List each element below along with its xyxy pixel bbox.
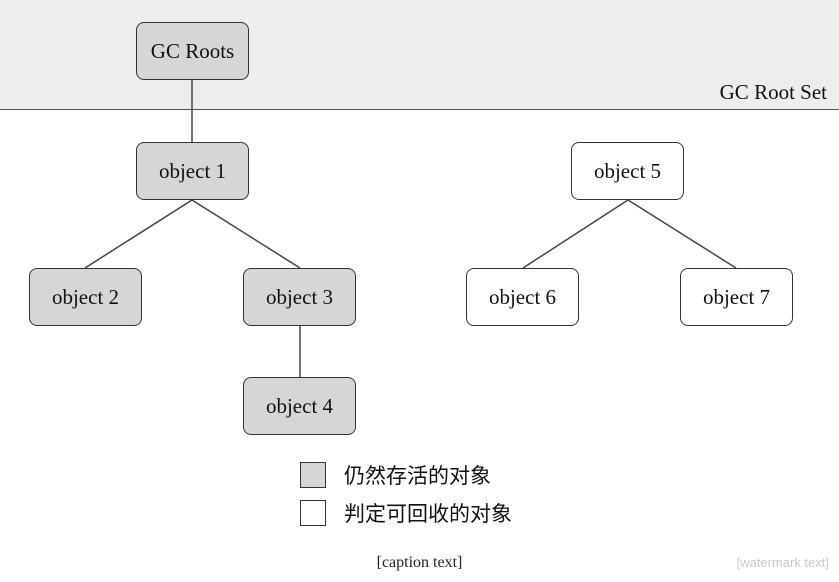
object-2-node: object 2 <box>29 268 142 326</box>
figure-caption: [caption text] <box>376 554 463 571</box>
legend-collectable-swatch <box>300 500 326 526</box>
gc-root-set-label: GC Root Set <box>719 80 827 104</box>
object-5-node: object 5 <box>571 142 684 200</box>
object-1-node: object 1 <box>136 142 249 200</box>
object-7-node: object 7 <box>680 268 793 326</box>
object-4-node: object 4 <box>243 377 356 435</box>
link-object5-object7 <box>627 199 737 269</box>
legend-collectable: 判定可回收的对象 <box>300 498 512 528</box>
link-object5-object6 <box>522 199 629 269</box>
legend-alive: 仍然存活的对象 <box>300 460 491 490</box>
link-object1-object3 <box>191 199 301 269</box>
legend-collectable-label: 判定可回收的对象 <box>344 502 512 526</box>
legend-alive-swatch <box>300 462 326 488</box>
watermark: [watermark text] <box>736 555 829 570</box>
legend-alive-label: 仍然存活的对象 <box>344 464 491 488</box>
object-6-node: object 6 <box>466 268 579 326</box>
object-3-node: object 3 <box>243 268 356 326</box>
gc-roots-node: GC Roots <box>136 22 249 80</box>
link-object1-object2 <box>84 199 193 269</box>
